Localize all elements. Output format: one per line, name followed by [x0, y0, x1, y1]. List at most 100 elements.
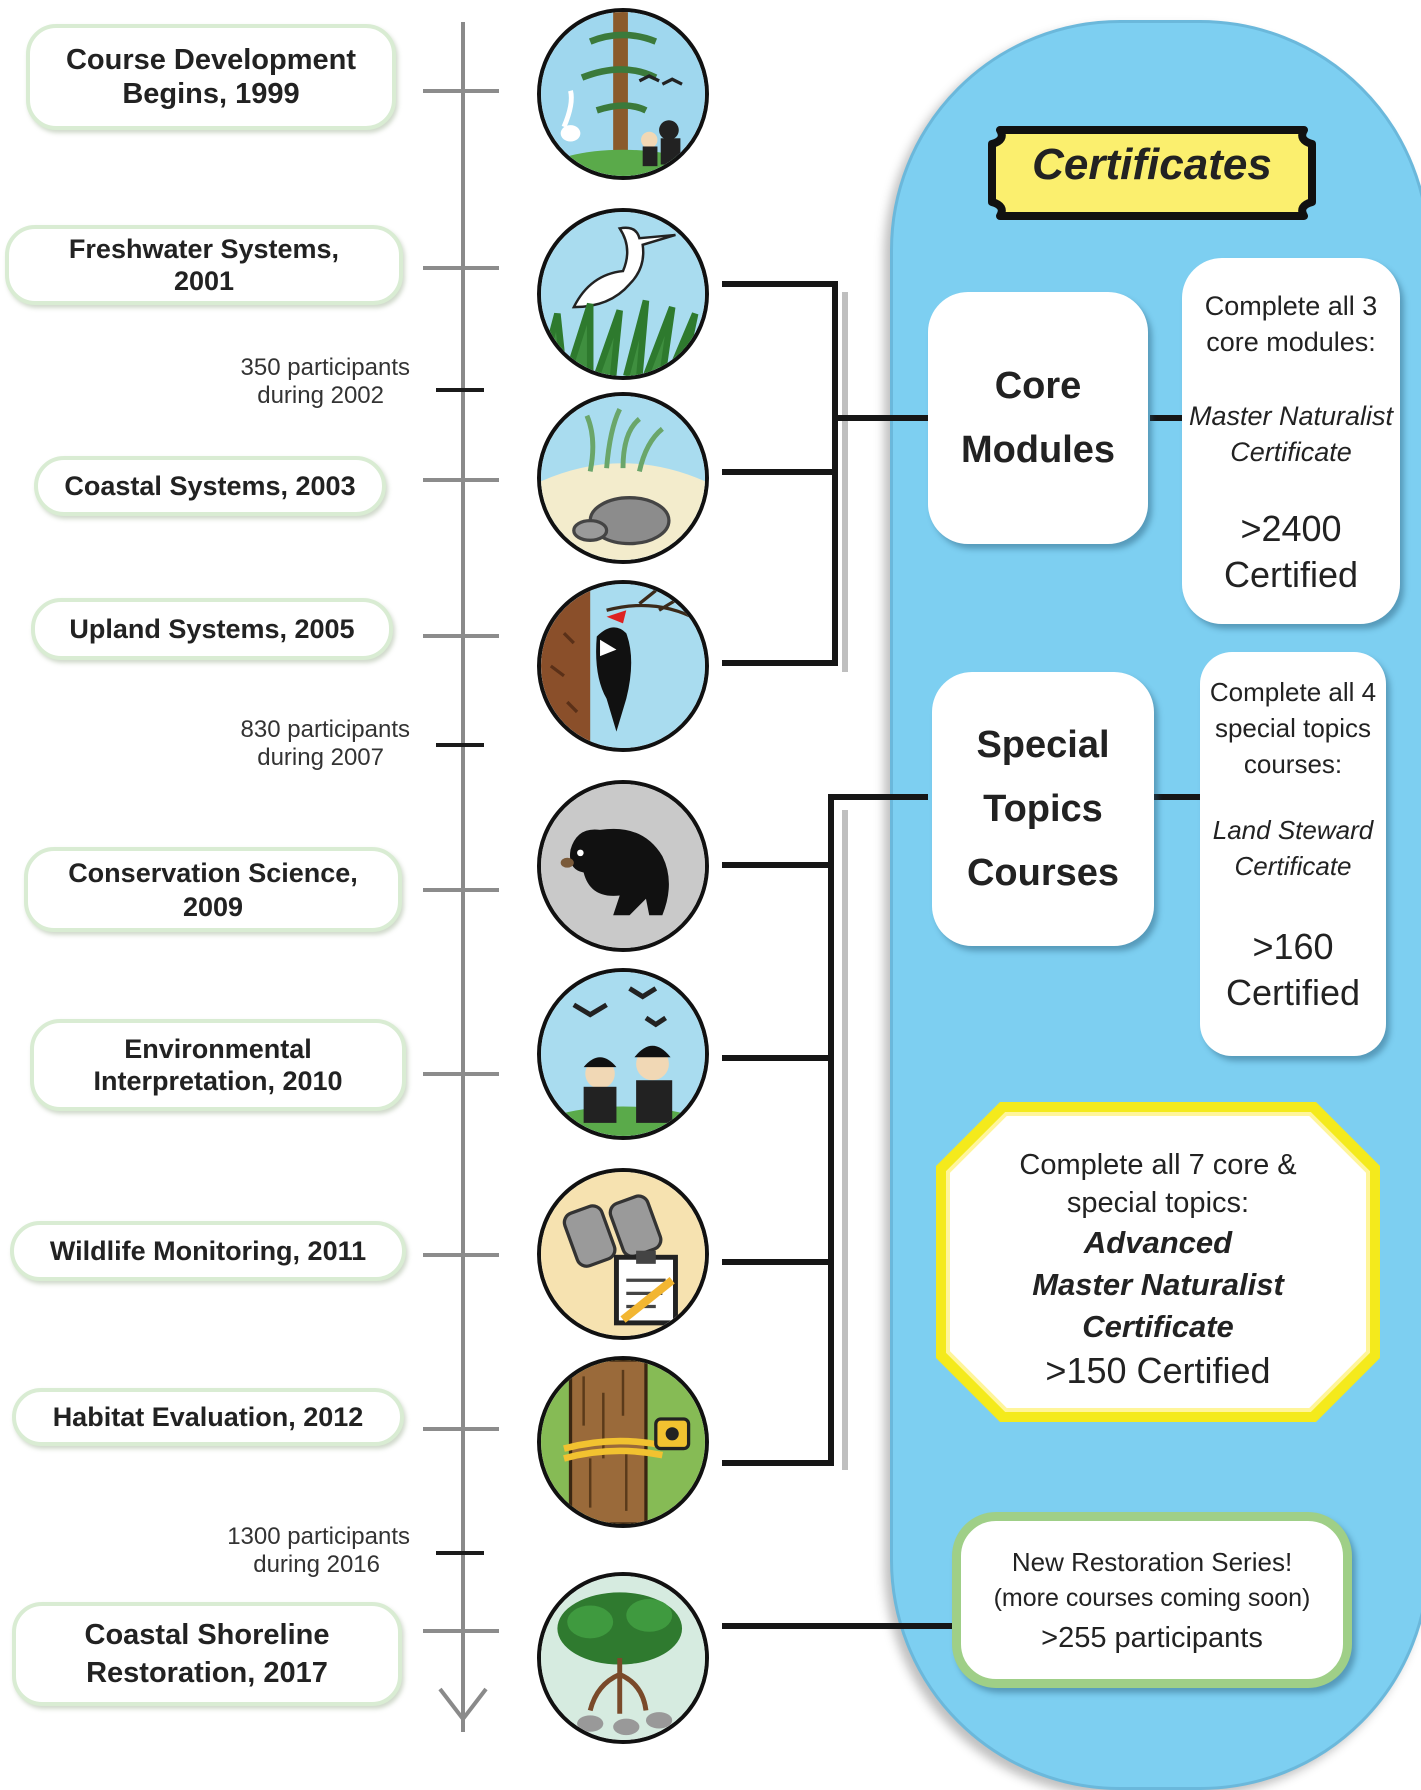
milestone-line1: Coastal Systems, 2003: [64, 471, 356, 501]
special-desc-connector: [1152, 794, 1202, 800]
advanced-cert-3: Certificate: [1082, 1309, 1234, 1344]
special-label-1: Special: [976, 724, 1110, 766]
special-desc-1: Complete all 4: [1209, 677, 1377, 707]
timeline-tick: [423, 1072, 499, 1076]
timeline-tick: [423, 1253, 499, 1257]
timeline-axis: [461, 22, 465, 1732]
binoculars-clipboard-art: [541, 1172, 705, 1336]
forest-wildlife-icon: [537, 8, 709, 180]
milestone-line2: 2001: [173, 266, 235, 296]
milestone-2011: Wildlife Monitoring, 2011: [10, 1221, 406, 1281]
mangrove-oyster-art: [541, 1576, 705, 1740]
timeline-tick: [423, 1629, 499, 1633]
special-desc-2: special topics: [1214, 713, 1372, 743]
core-bracket-line: [836, 415, 928, 421]
milestone-line1: Environmental: [124, 1034, 312, 1064]
core-cert-2: Certificate: [1230, 437, 1352, 467]
special-label-3: Courses: [966, 852, 1120, 894]
advanced-content: Complete all 7 core & special topics: Ad…: [960, 1146, 1356, 1394]
milestone-line1: Conservation Science,: [68, 857, 358, 888]
advanced-octagon-shape: [936, 1102, 1380, 1422]
black-bear-icon: [537, 780, 709, 952]
core-bracket-line: [722, 469, 838, 475]
special-cert-1: Land Steward: [1212, 815, 1374, 845]
tortoise-dune-art: [541, 396, 705, 560]
restoration-line-2: (more courses coming soon): [993, 1584, 1311, 1612]
black-bear-art: [541, 784, 705, 948]
timeline-arrowhead-icon: [438, 1687, 488, 1723]
timeline-tick: [423, 1427, 499, 1431]
milestone-line1: Coastal Shoreline: [84, 1619, 330, 1651]
milestone-line1: Wildlife Monitoring, 2011: [49, 1236, 367, 1266]
milestone-line2: 2009: [182, 891, 244, 922]
timeline-tick: [423, 478, 499, 482]
milestone-2001: Freshwater Systems,2001: [5, 225, 403, 305]
participants-line2: during 2007: [257, 744, 384, 771]
core-certificate-box: Complete all 3 core modules: Master Natu…: [1182, 258, 1400, 624]
core-bracket-shadow: [842, 292, 848, 672]
restoration-line-3: >255 participants: [1041, 1622, 1263, 1654]
special-count-2: Certified: [1225, 972, 1361, 1013]
special-bracket-shadow: [842, 810, 848, 1470]
special-desc-3: courses:: [1243, 749, 1343, 779]
core-cert-1: Master Naturalist: [1188, 401, 1394, 431]
participants-line1: 350 participants: [240, 354, 410, 381]
core-count-2: Certified: [1223, 554, 1359, 595]
participants-tick: [436, 388, 484, 392]
milestone-2009: Conservation Science,2009: [24, 847, 402, 932]
core-desc-connector: [1150, 415, 1182, 421]
participants-tick: [436, 1551, 484, 1555]
special-bracket-line: [828, 794, 834, 1464]
core-desc-1: Complete all 3: [1204, 291, 1378, 321]
special-cert-2: Certificate: [1234, 851, 1352, 881]
tree-measuring-tape-art: [541, 1360, 705, 1524]
advanced-count: >150 Certified: [1045, 1350, 1271, 1391]
restoration-line-1: New Restoration Series!: [1011, 1547, 1293, 1577]
milestone-2003: Coastal Systems, 2003: [34, 456, 386, 516]
advanced-desc-1: Complete all 7 core &: [1019, 1149, 1297, 1181]
timeline-tick: [423, 89, 499, 93]
tree-measuring-tape-icon: [537, 1356, 709, 1528]
participants-line2: during 2002: [257, 382, 384, 409]
special-bracket-line: [722, 862, 832, 868]
milestone-line1: Habitat Evaluation, 2012: [52, 1402, 364, 1432]
milestone-line1: Upland Systems, 2005: [69, 614, 355, 644]
core-label-1: Core: [994, 365, 1082, 407]
timeline-tick: [423, 888, 499, 892]
special-bracket-line: [722, 1259, 832, 1265]
restoration-box: New Restoration Series! (more courses co…: [952, 1512, 1352, 1688]
special-bracket-line: [828, 794, 928, 800]
woodpecker-icon: [537, 580, 709, 752]
participants-line1: 830 participants: [240, 716, 410, 743]
special-count-1: >160: [1252, 926, 1334, 967]
participants-line1: 1300 participants: [227, 1523, 410, 1550]
advanced-cert-1: Advanced: [1083, 1225, 1233, 1260]
core-desc-2: core modules:: [1206, 327, 1376, 357]
participants-line2: during 2016: [253, 1551, 380, 1578]
egret-icon: [537, 208, 709, 380]
milestone-line2: Restoration, 2017: [86, 1657, 328, 1689]
milestone-line2: Begins, 1999: [122, 78, 300, 110]
woodpecker-art: [541, 584, 705, 748]
certificates-banner-shape: [988, 126, 1316, 220]
core-bracket-line: [722, 660, 838, 666]
advanced-desc-2: special topics:: [1066, 1187, 1250, 1219]
core-modules-box: Core Modules: [928, 292, 1148, 544]
egret-art: [541, 212, 705, 376]
core-count-1: >2400: [1240, 508, 1342, 549]
milestone-2012: Habitat Evaluation, 2012: [12, 1388, 404, 1446]
special-label-2: Topics: [983, 788, 1103, 830]
participants-2007: 830 participants during 2007: [190, 716, 410, 772]
participants-2016: 1300 participants during 2016: [190, 1523, 410, 1579]
milestone-line1: Course Development: [65, 44, 357, 76]
birdwatchers-icon: [537, 968, 709, 1140]
milestone-line2: Interpretation, 2010: [93, 1066, 343, 1096]
forest-wildlife-art: [541, 12, 705, 176]
participants-2002: 350 participants during 2002: [190, 354, 410, 410]
timeline-tick: [423, 634, 499, 638]
special-bracket-line: [722, 1055, 832, 1061]
milestone-line1: Freshwater Systems,: [68, 234, 340, 264]
